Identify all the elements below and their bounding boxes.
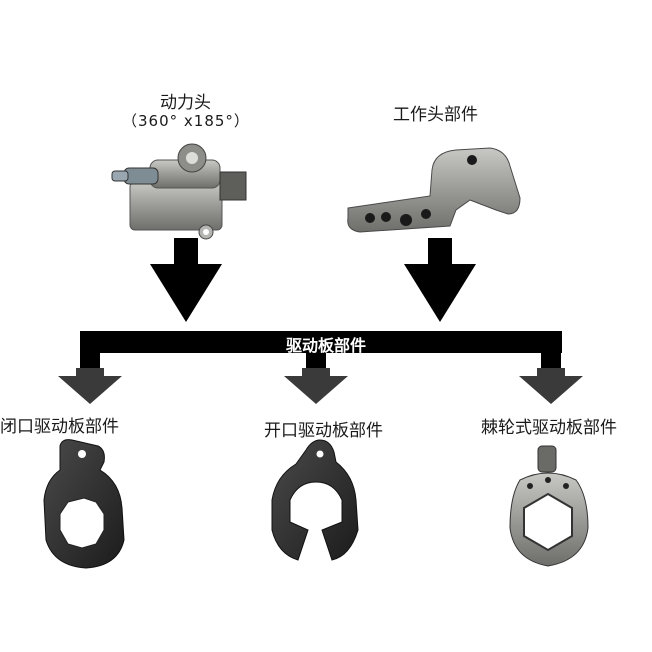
open-drive-plate-image [271,439,359,561]
power-head-subtitle: （360° x185°） [122,112,250,130]
arrow-closed-down [58,368,122,404]
closed-drive-plate-title: 闭口驱动板部件 [0,417,119,437]
arrow-open-down [284,368,348,404]
working-head-image [347,147,521,233]
arrow-working-head-down [404,238,476,322]
power-head-title: 动力头 [160,93,211,113]
working-head-title: 工作头部件 [393,105,478,125]
bus-mid-leg [306,331,326,373]
bus-left-leg [80,331,100,373]
arrow-power-head-down [150,238,222,322]
ratchet-drive-plate-image [509,445,589,567]
closed-drive-plate-image [43,439,125,569]
drive-plate-bus-label: 驱动板部件 [285,336,366,355]
power-head-image [111,143,247,240]
bus-right-leg [541,331,561,373]
ratchet-drive-plate-title: 棘轮式驱动板部件 [481,418,617,438]
arrow-ratchet-down [519,368,583,404]
open-drive-plate-title: 开口驱动板部件 [264,421,383,441]
